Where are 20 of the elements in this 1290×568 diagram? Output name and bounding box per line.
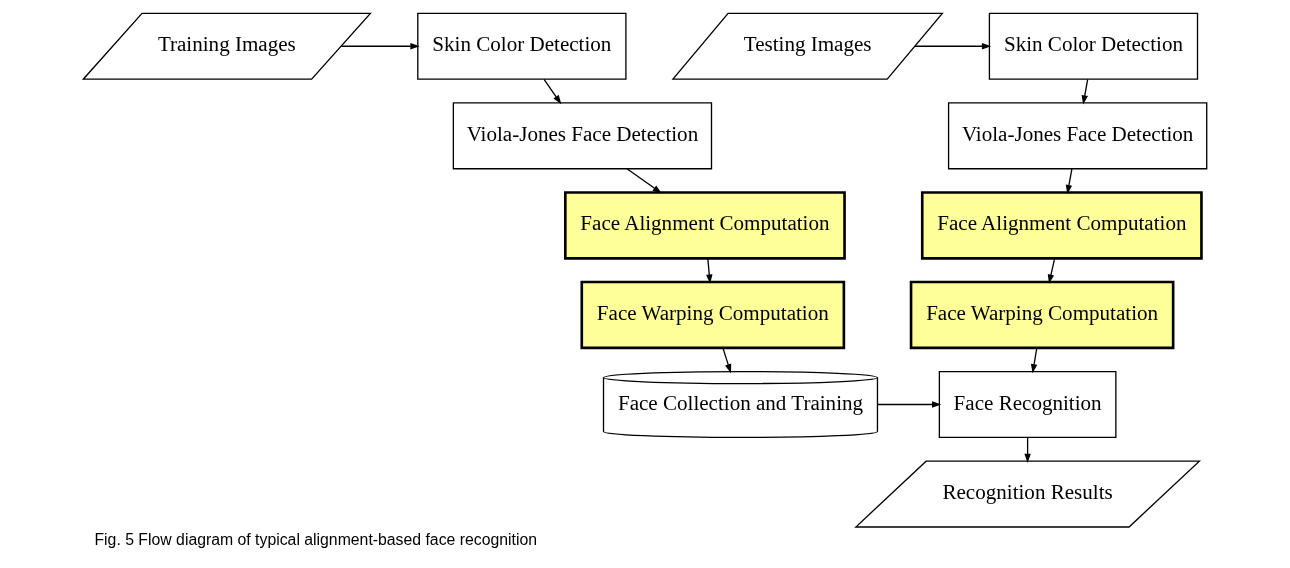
node-box: Skin Color Detection (417, 12, 627, 80)
arrow (1047, 257, 1056, 284)
node-box: Face Warping Computation (909, 280, 1175, 350)
node-box: Face Alignment Computation (920, 191, 1203, 260)
arrow (1030, 347, 1038, 374)
node-box: Face Warping Computation (580, 280, 846, 350)
arrow (1065, 168, 1073, 195)
caption: Fig. 5 Flow diagram of typical alignment-based face recognition (94, 530, 538, 548)
arrow (877, 401, 942, 408)
arrow (706, 257, 713, 284)
arrow (1081, 78, 1089, 105)
arrow (722, 347, 732, 374)
node-box: Face Recognition (938, 370, 1117, 439)
node-box: Viola-Jones Face Detection (947, 102, 1208, 170)
arrow (340, 43, 420, 50)
arrow (543, 78, 562, 105)
node-box: Viola-Jones Face Detection (452, 102, 713, 170)
node-box: Skin Color Detection (988, 12, 1199, 80)
node-box: Face Alignment Computation (564, 191, 846, 260)
arrow (914, 43, 992, 50)
